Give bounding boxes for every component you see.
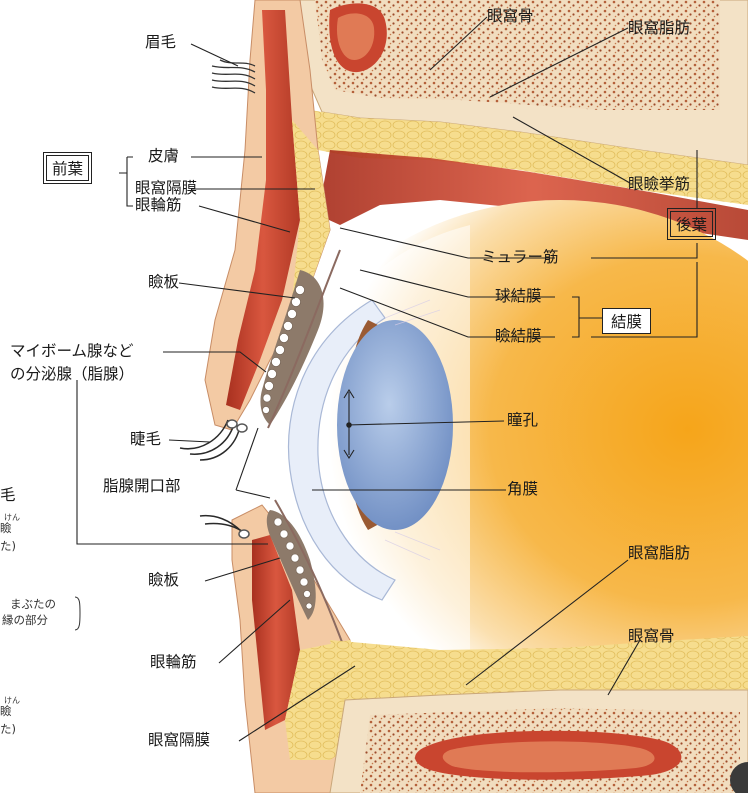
side-note-hair: 毛: [0, 487, 16, 505]
side-note-eyelid-bottom: 瞼: [0, 705, 12, 718]
label-orbicularis-top: 眼輪筋: [135, 197, 182, 215]
label-meibomian-2: の分泌腺（脂腺）: [10, 366, 134, 384]
side-note-eyelid-top: 瞼: [0, 522, 12, 535]
anterior-lamella-box: 前葉: [43, 152, 92, 184]
label-tarsus-top: 瞼板: [148, 274, 179, 292]
label-pupil: 瞳孔: [507, 412, 538, 430]
label-orbital-bone-bottom: 眼窩骨: [628, 628, 675, 646]
label-orbital-septum-bottom: 眼窩隔膜: [148, 732, 210, 750]
label-levator: 眼瞼挙筋: [628, 176, 690, 194]
label-orbital-bone-top: 眼窩骨: [487, 8, 534, 26]
label-conjunctiva: 結膜: [602, 308, 651, 334]
side-note-bracket: [74, 596, 82, 632]
label-meibomian-1: マイボーム腺など: [10, 343, 134, 361]
label-eyebrow: 眉毛: [145, 34, 176, 52]
lower-orbital-bone: [330, 690, 748, 793]
upper-eyelashes: [180, 420, 247, 460]
side-note-mabuta-2: 縁の部分: [2, 614, 48, 627]
label-posterior-lamella: 後葉: [670, 211, 713, 237]
label-muller-muscle: ミュラー筋: [481, 249, 559, 267]
label-anterior-lamella: 前葉: [46, 155, 89, 181]
label-orbital-fat-top: 眼窩脂肪: [628, 20, 690, 38]
label-tarsus-bottom: 瞼板: [148, 572, 179, 590]
label-orbital-fat-bottom: 眼窩脂肪: [628, 545, 690, 563]
side-note-ta-top: た): [0, 540, 16, 553]
side-note-mabuta-1: まぶたの: [10, 598, 56, 611]
posterior-lamella-box: 後葉: [667, 208, 716, 240]
label-bulbar-conjunctiva: 球結膜: [495, 288, 542, 306]
label-orbicularis-bottom: 眼輪筋: [150, 654, 197, 672]
label-cornea: 角膜: [507, 481, 538, 499]
label-palpebral-conjunctiva: 瞼結膜: [495, 328, 542, 346]
label-eyelashes: 睫毛: [130, 431, 161, 449]
side-note-ta-bottom: た): [0, 723, 16, 736]
label-gland-opening: 脂腺開口部: [103, 478, 181, 496]
label-skin: 皮膚: [148, 148, 179, 166]
